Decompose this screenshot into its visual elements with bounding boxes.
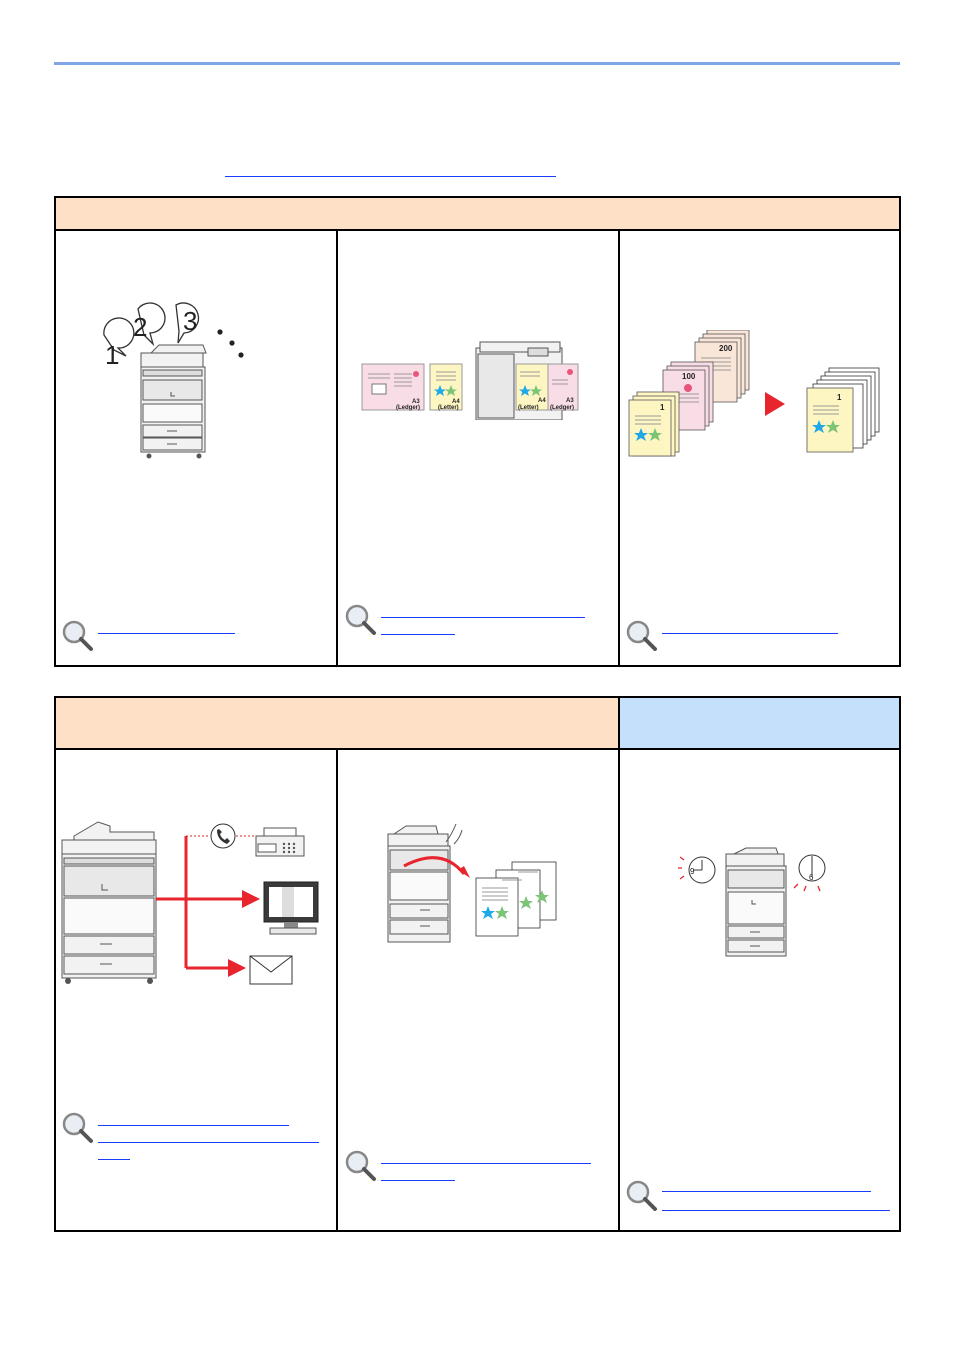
header-divider — [56, 229, 899, 231]
ref-link-line[interactable] — [381, 1180, 455, 1181]
ref-link-line[interactable] — [98, 633, 235, 634]
column-divider — [336, 230, 338, 665]
intro-link[interactable] — [225, 176, 556, 177]
header-divider — [56, 748, 899, 750]
ref-link-line[interactable] — [381, 634, 455, 635]
ref-link-line[interactable] — [662, 1191, 871, 1192]
feature-panel-1 — [54, 196, 901, 667]
column-divider — [618, 698, 620, 1230]
feature-panel-2 — [54, 696, 901, 1232]
ref-link-line[interactable] — [662, 1210, 890, 1211]
svg-text:(Letter): (Letter) — [518, 405, 539, 411]
section-header-2b — [620, 698, 899, 748]
ref-link-line[interactable] — [98, 1125, 289, 1126]
magnifier-icon — [62, 1112, 93, 1143]
svg-text:1: 1 — [660, 403, 665, 412]
reference-link-scan-pages[interactable] — [343, 1148, 591, 1182]
svg-text:(Letter): (Letter) — [438, 405, 459, 411]
reference-link-sequence[interactable] — [60, 618, 235, 652]
bubble-label-1: 1 — [105, 340, 119, 370]
reference-link-mixed-sizes[interactable] — [343, 602, 585, 636]
ref-link-line[interactable] — [98, 1159, 130, 1160]
ref-link-line[interactable] — [98, 1142, 319, 1143]
svg-text:1: 1 — [837, 393, 842, 402]
svg-text:200: 200 — [719, 344, 733, 353]
ref-link-line[interactable] — [381, 617, 585, 618]
timer-machine-icon: 9 6 — [678, 847, 826, 957]
numbered-machine-icon: 1 2 3 — [103, 302, 244, 459]
magnifier-icon — [345, 1150, 376, 1181]
magnifier-icon — [62, 620, 93, 651]
svg-text:6: 6 — [809, 873, 814, 882]
manual-feed-icon — [387, 823, 557, 943]
reference-link-batch[interactable] — [624, 618, 838, 652]
magnifier-icon — [626, 620, 657, 651]
reference-link-send[interactable] — [60, 1110, 319, 1160]
bubble-label-3: 3 — [183, 306, 197, 336]
send-to-fax-pc-email-icon — [61, 821, 319, 985]
top-rule — [54, 62, 900, 65]
svg-text:9: 9 — [690, 867, 695, 876]
mixed-size-originals-icon: A3 (Ledger) A4 (Letter) A4 (Letter) A3 (… — [361, 341, 579, 420]
reference-link-schedule[interactable] — [624, 1178, 890, 1212]
ref-link-line[interactable] — [662, 633, 838, 634]
ref-link-line[interactable] — [381, 1163, 591, 1164]
svg-text:A3: A3 — [566, 398, 574, 404]
batch-pages-icon: 200 100 1 1 — [628, 330, 880, 457]
svg-text:A4: A4 — [538, 398, 546, 404]
svg-text:(Ledger): (Ledger) — [396, 405, 420, 411]
column-divider — [618, 230, 620, 665]
svg-text:A4: A4 — [452, 399, 460, 405]
svg-text:A3: A3 — [412, 399, 420, 405]
column-divider — [336, 748, 338, 1230]
svg-text:(Ledger): (Ledger) — [550, 405, 574, 411]
magnifier-icon — [345, 604, 376, 635]
section-header-2a — [56, 698, 618, 748]
magnifier-icon — [626, 1180, 657, 1211]
section-header-1 — [56, 198, 899, 230]
bubble-label-2: 2 — [133, 312, 147, 342]
svg-text:100: 100 — [682, 372, 696, 381]
